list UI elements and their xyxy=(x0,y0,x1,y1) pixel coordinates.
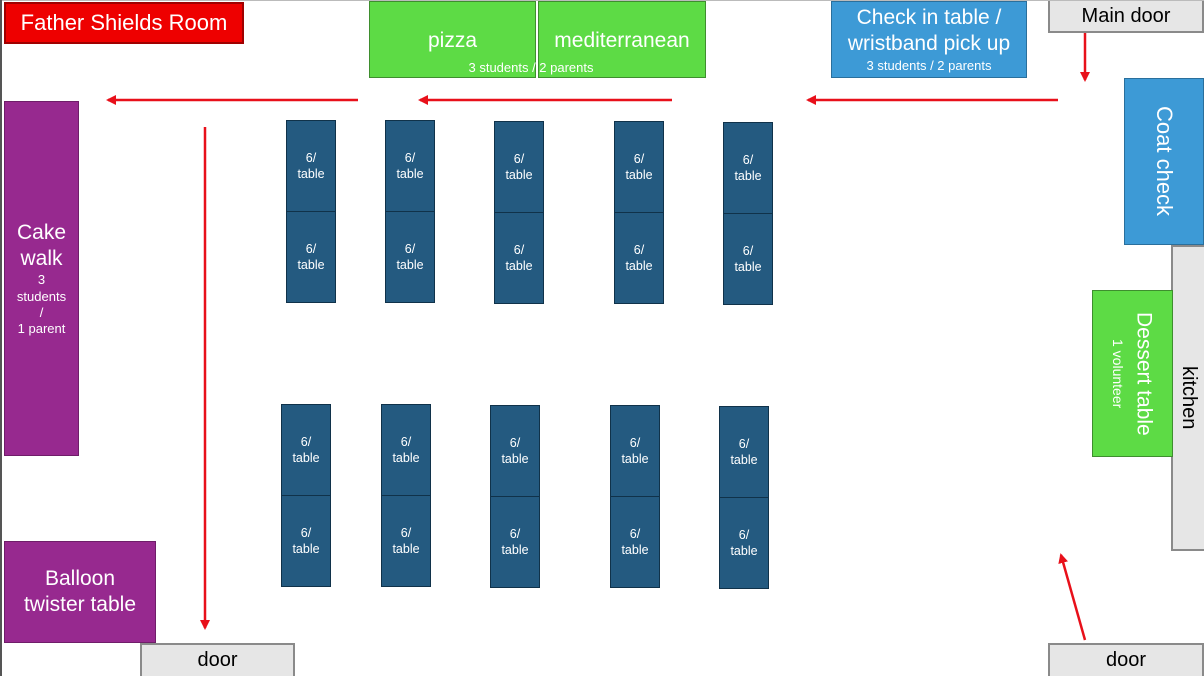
dessert-label: Dessert table xyxy=(1132,311,1156,436)
left-wall xyxy=(0,0,2,676)
checkin-line2: wristband pick up xyxy=(847,32,1011,56)
cake-walk: Cake walk 3 students / 1 parent xyxy=(4,101,79,456)
door-left-label: door xyxy=(197,649,238,671)
pizza-staff: 3 students / 2 parents xyxy=(468,60,594,75)
pizza-station: pizza xyxy=(369,1,536,78)
main-door-label: Main door xyxy=(1081,4,1171,27)
coat-check: Coat check xyxy=(1124,78,1204,245)
table-cell: 6/ table xyxy=(719,406,769,498)
balloon-line1: Balloon xyxy=(44,566,116,590)
table-cell: 6/ table xyxy=(385,120,435,212)
cake-walk-staff4: 1 parent xyxy=(17,321,66,336)
mediterranean-label: mediterranean xyxy=(554,29,690,52)
table-cell: 6/ table xyxy=(490,405,540,497)
table-cell: 6/ table xyxy=(494,212,544,304)
table-cell: 6/ table xyxy=(614,121,664,213)
cake-walk-staff1: 3 xyxy=(37,272,46,288)
table-cell: 6/ table xyxy=(385,211,435,303)
table-cell: 6/ table xyxy=(610,496,660,588)
kitchen-label: kitchen xyxy=(1178,366,1200,430)
door-left: door xyxy=(140,643,295,676)
mediterranean-station: mediterranean xyxy=(538,1,706,78)
main-door: Main door xyxy=(1048,1,1204,33)
checkin-line1: Check in table / xyxy=(856,6,1002,30)
door-right-label: door xyxy=(1105,649,1147,671)
table-cell: 6/ table xyxy=(286,211,336,303)
father-shields-room: Father Shields Room xyxy=(4,2,244,44)
balloon-twister-table: Balloon twister table xyxy=(4,541,156,643)
checkin-staff: 3 students / 2 parents xyxy=(866,57,992,73)
table-cell: 6/ table xyxy=(281,404,331,496)
dessert-staff: 1 volunteer xyxy=(1110,338,1127,409)
balloon-line2: twister table xyxy=(23,593,137,616)
checkin-table: Check in table / wristband pick up 3 stu… xyxy=(831,1,1027,78)
arrow-exit-right xyxy=(1058,553,1087,641)
coat-check-label: Coat check xyxy=(1151,106,1177,217)
table-cell: 6/ table xyxy=(381,495,431,587)
pizza-label: pizza xyxy=(427,29,478,52)
cake-walk-line2: walk xyxy=(20,247,63,270)
table-cell: 6/ table xyxy=(723,122,773,214)
cake-walk-line1: Cake xyxy=(16,220,67,244)
cake-walk-staff2: students xyxy=(16,288,67,304)
table-cell: 6/ table xyxy=(723,213,773,305)
table-cell: 6/ table xyxy=(719,497,769,589)
table-cell: 6/ table xyxy=(281,495,331,587)
father-shields-room-label: Father Shields Room xyxy=(20,10,228,35)
dessert-table: Dessert table 1 volunteer xyxy=(1092,290,1173,457)
table-cell: 6/ table xyxy=(490,496,540,588)
top-wall xyxy=(0,0,1204,1)
table-cell: 6/ table xyxy=(614,212,664,304)
door-right: door xyxy=(1048,643,1204,676)
cake-walk-staff3: / xyxy=(39,304,44,320)
